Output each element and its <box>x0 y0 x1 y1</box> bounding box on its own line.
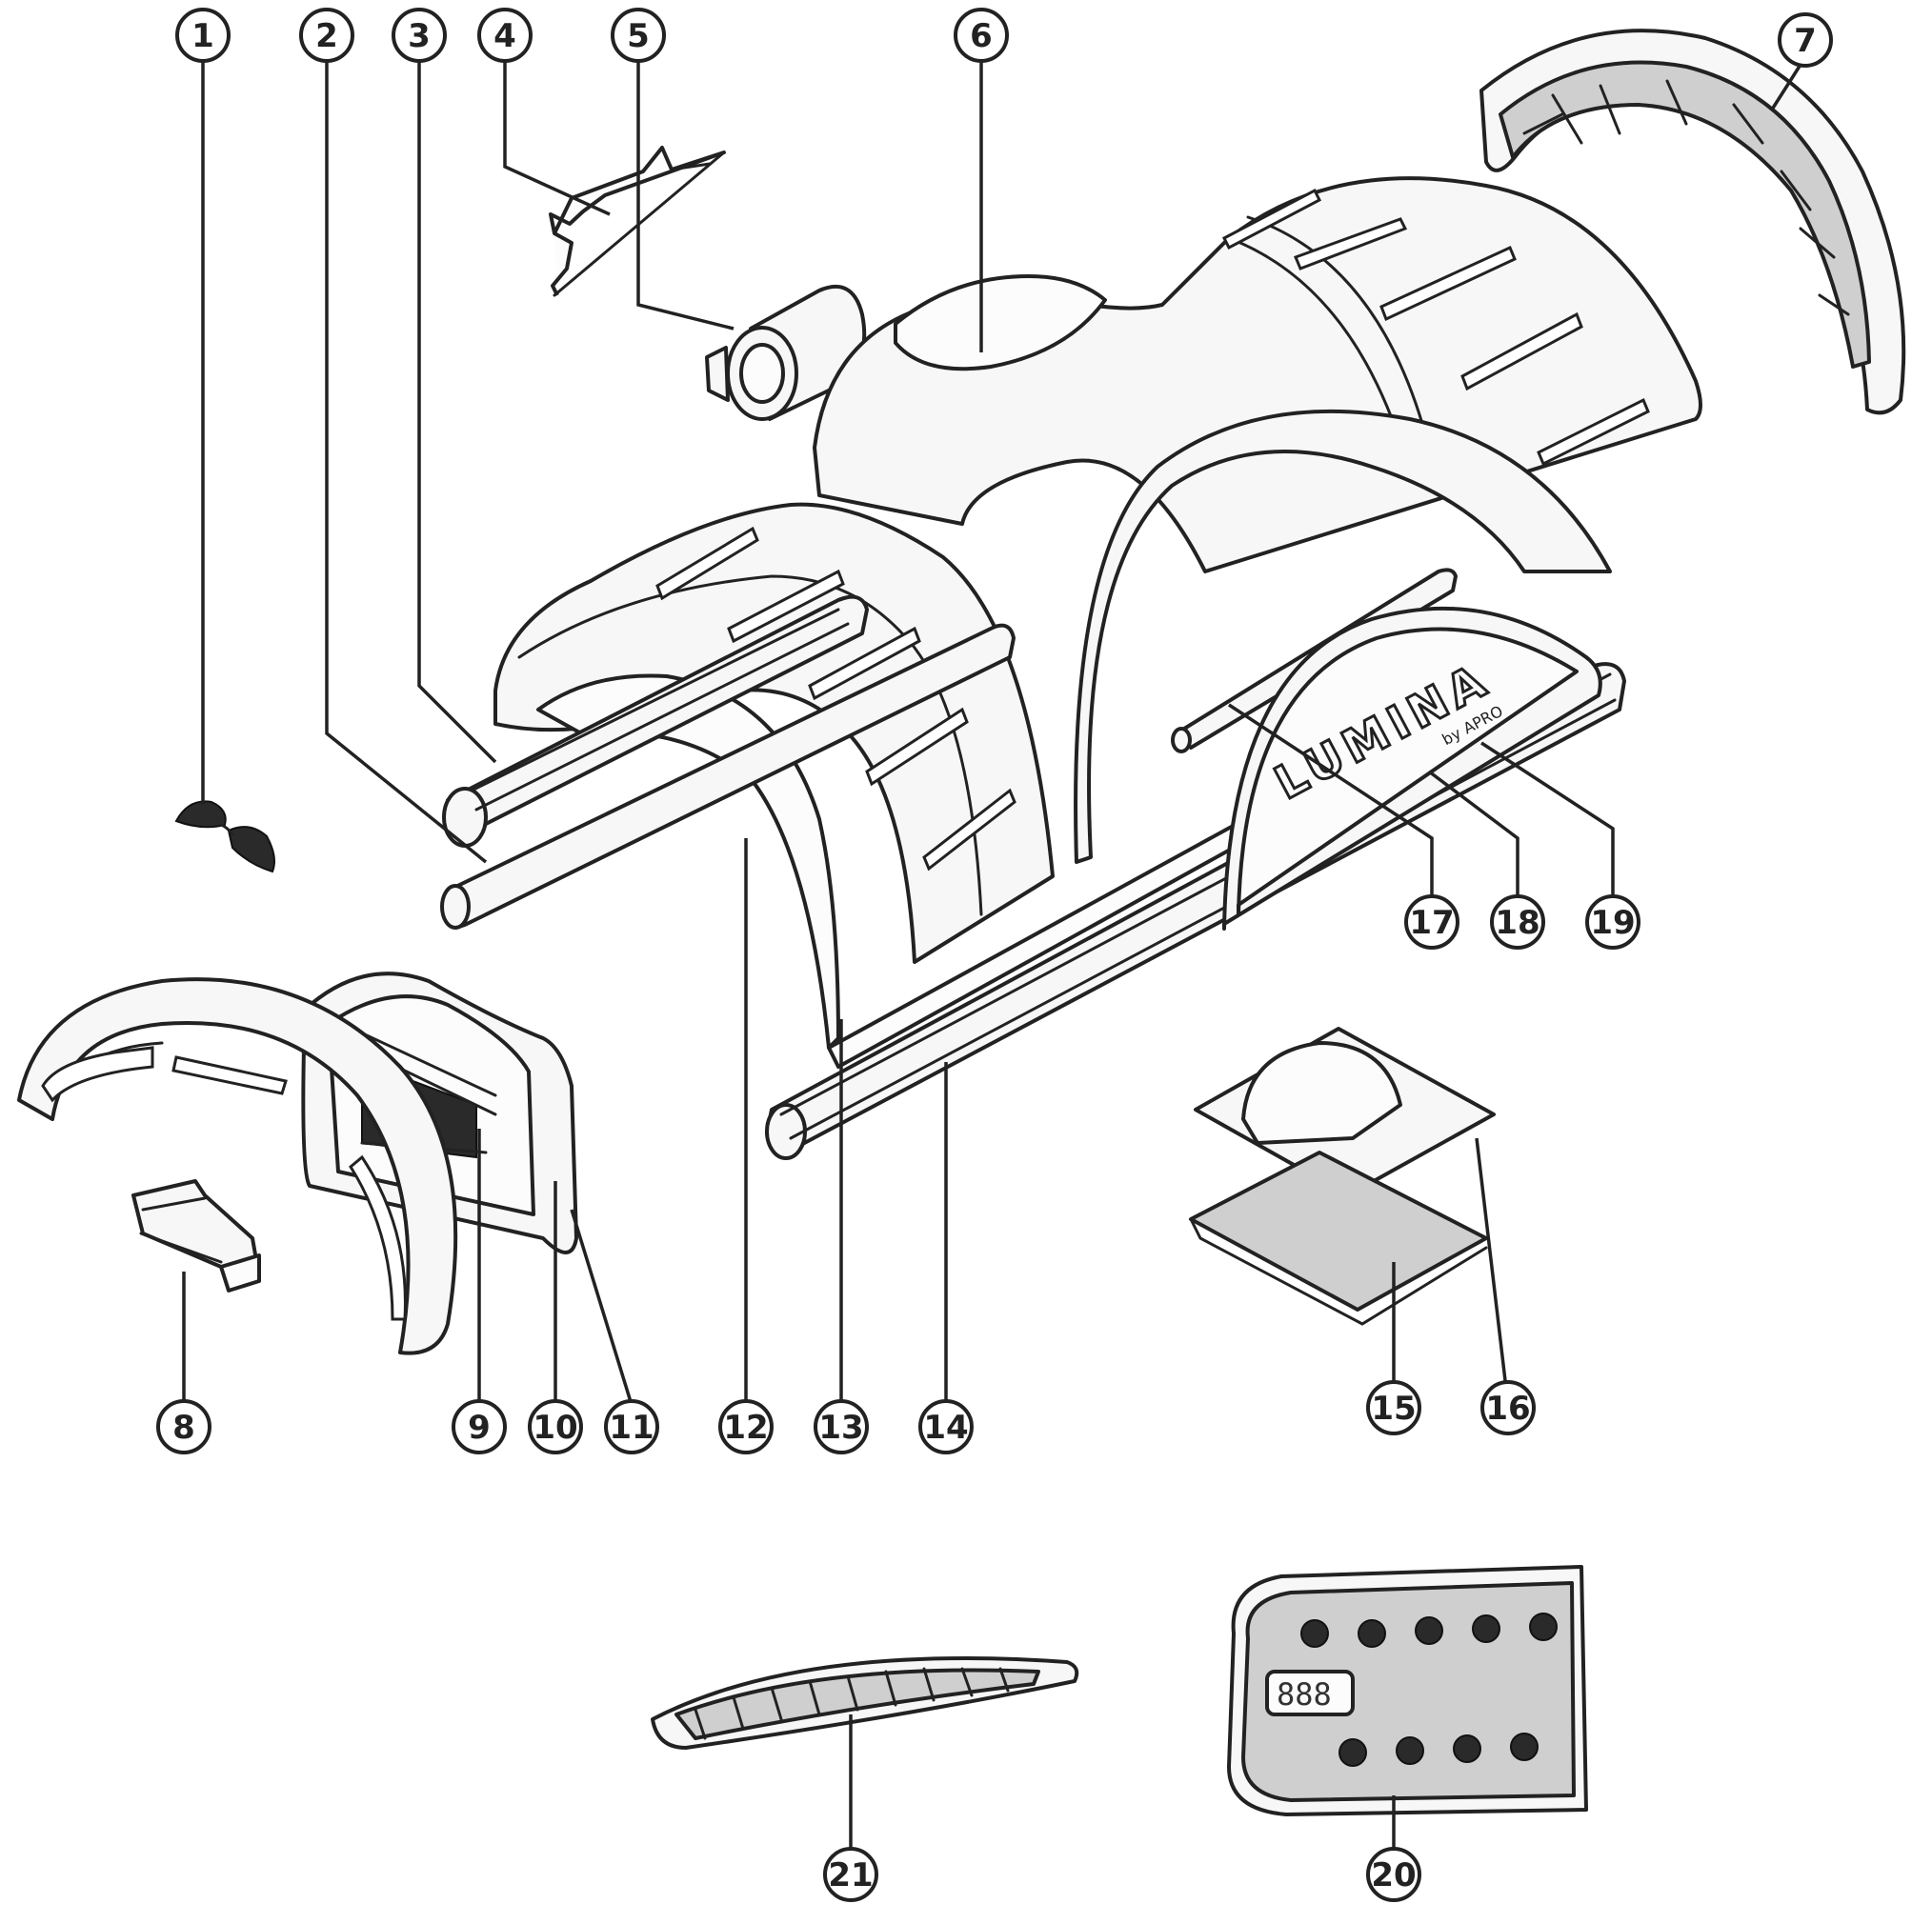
callout-8: 8 <box>156 1399 211 1454</box>
left-end-cap <box>17 977 458 1355</box>
callout-18: 18 <box>1490 894 1545 950</box>
svg-text:21: 21 <box>828 1856 873 1894</box>
leader-lines <box>182 56 1807 1853</box>
callout-10: 10 <box>528 1399 583 1454</box>
part-21-grille <box>651 1656 1079 1750</box>
part-5-fan-cylinder <box>705 285 867 421</box>
callout-7: 7 <box>1778 12 1833 68</box>
svg-text:2: 2 <box>315 17 338 55</box>
svg-text:19: 19 <box>1590 904 1635 942</box>
svg-text:5: 5 <box>627 17 650 55</box>
callout-17: 17 <box>1404 894 1459 950</box>
callout-5: 5 <box>611 8 666 63</box>
part-20-control-panel: 888 <box>1227 1565 1588 1816</box>
callout-13: 13 <box>814 1399 869 1454</box>
svg-text:11: 11 <box>609 1409 654 1447</box>
callout-14: 14 <box>918 1399 974 1454</box>
control-panel-display: 888 <box>1277 1676 1332 1713</box>
svg-text:4: 4 <box>493 17 516 55</box>
part-1-goggles <box>174 800 275 873</box>
svg-text:20: 20 <box>1371 1856 1416 1894</box>
svg-text:18: 18 <box>1495 904 1540 942</box>
callout-12: 12 <box>718 1399 774 1454</box>
part-15-16-lamp-plate <box>1189 1027 1496 1326</box>
callout-2: 2 <box>299 8 354 63</box>
callout-6: 6 <box>954 8 1009 63</box>
callout-3: 3 <box>392 8 447 63</box>
svg-text:12: 12 <box>723 1409 768 1447</box>
svg-text:8: 8 <box>172 1409 195 1447</box>
svg-text:13: 13 <box>818 1409 863 1447</box>
svg-text:15: 15 <box>1371 1390 1416 1428</box>
callout-11: 11 <box>604 1399 659 1454</box>
callout-16: 16 <box>1480 1380 1536 1435</box>
callout-9: 9 <box>452 1399 507 1454</box>
svg-text:17: 17 <box>1409 904 1454 942</box>
callout-21: 21 <box>823 1847 878 1902</box>
svg-text:10: 10 <box>533 1409 577 1447</box>
callout-20: 20 <box>1366 1847 1421 1902</box>
part-8-connector-box <box>131 1179 261 1293</box>
svg-text:3: 3 <box>408 17 431 55</box>
part-17-18-19-face-cover: LUMINA by APRO <box>1171 568 1602 931</box>
callout-15: 15 <box>1366 1380 1421 1435</box>
svg-text:16: 16 <box>1485 1390 1530 1428</box>
svg-text:1: 1 <box>191 17 214 55</box>
svg-text:14: 14 <box>923 1409 968 1447</box>
callout-4: 4 <box>477 8 533 63</box>
svg-text:9: 9 <box>468 1409 491 1447</box>
callout-19: 19 <box>1585 894 1640 950</box>
svg-text:6: 6 <box>970 17 993 55</box>
callout-1: 1 <box>175 8 231 63</box>
svg-text:7: 7 <box>1794 22 1817 60</box>
callouts: 1 2 3 4 5 6 7 8 9 10 11 12 13 14 15 16 1… <box>156 8 1833 1902</box>
part-7-end-cap <box>1479 29 1906 415</box>
